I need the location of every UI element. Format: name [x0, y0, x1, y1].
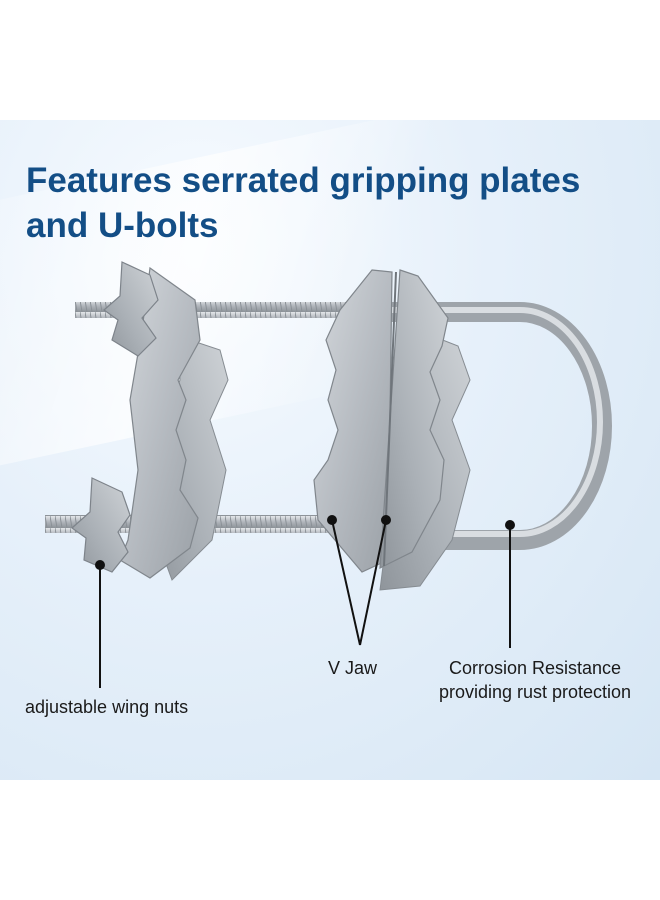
title-line-1: Features serrated gripping plates	[26, 161, 581, 200]
upper-wing-nut	[103, 261, 159, 357]
callout-corrosion-pointer	[505, 520, 515, 648]
v-jaw-right-half	[379, 269, 449, 570]
callout-wing-nuts-pointer	[95, 560, 105, 688]
background-panel	[0, 120, 660, 780]
caption-corrosion-line-1: Corrosion Resistance	[448, 658, 622, 678]
caption-v-jaw: V Jaw	[328, 658, 378, 678]
caption-wing-nuts: adjustable wing nuts	[25, 697, 189, 717]
caption-corrosion-line-2: providing rust protection	[438, 682, 632, 702]
title-line-2: and U-bolts	[26, 206, 219, 245]
page-title: Features serrated gripping plates and U-…	[26, 158, 646, 248]
callout-v-jaw-pointer	[327, 515, 391, 646]
caption-corrosion-resistance: Corrosion Resistance providing rust prot…	[420, 656, 650, 704]
lower-wing-nut	[71, 477, 131, 573]
